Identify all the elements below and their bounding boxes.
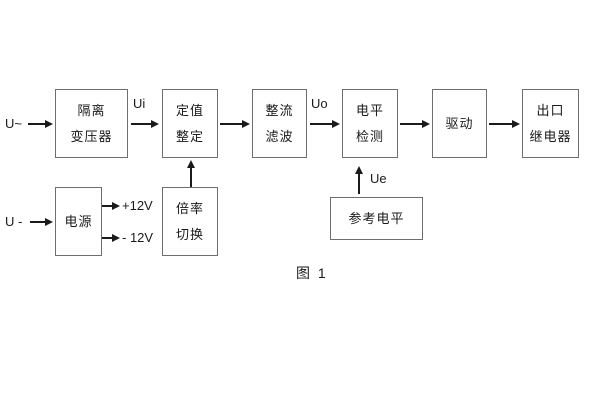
box-reference-level: 参考电平 [330,197,423,240]
arrow-transformer-to-setting [131,120,159,127]
arrow-level-to-driver [400,120,430,127]
box-label: 倍率 [175,201,204,216]
box-output-relay: 出口 继电器 [522,89,579,158]
arrow-power-plus-12v [102,202,120,209]
box-label: 电平 [355,103,384,118]
label-input-ac: U~ [5,116,22,131]
box-label: 继电器 [529,129,572,144]
figure-caption: 图 1 [296,265,328,281]
box-label: 变压器 [70,129,113,144]
box-label: 切换 [175,227,204,242]
box-isolation-transformer: 隔离 变压器 [55,89,128,158]
box-label: 出口 [536,103,565,118]
label-ui: Ui [133,96,146,111]
box-setting-adjust: 定值 整定 [162,89,218,158]
box-ratio-switch: 倍率 切换 [162,187,218,256]
label-uo: Uo [311,96,328,111]
arrow-setting-to-rectifier [220,120,250,127]
arrow-power-minus-12v [102,234,120,241]
label-ue: Ue [370,171,387,186]
box-level-detect: 电平 检测 [342,89,398,158]
box-label: 驱动 [445,116,474,131]
arrow-input-dc [30,218,53,225]
arrow-rectifier-to-level [310,120,340,127]
arrow-reference-to-level [355,166,362,194]
arrow-ratio-to-setting [187,160,194,187]
box-label: 检测 [355,129,384,144]
box-label: 滤波 [265,129,294,144]
label-minus-12v: - 12V [122,230,154,245]
box-label: 电源 [64,214,93,229]
box-power-supply: 电源 [55,187,102,256]
box-rectifier-filter: 整流 滤波 [252,89,307,158]
arrow-input-ac [28,120,53,127]
box-label: 整流 [265,103,294,118]
box-label: 整定 [175,129,204,144]
box-label: 定值 [175,103,204,118]
box-driver: 驱动 [432,89,487,158]
box-label: 参考电平 [348,211,405,226]
label-plus-12v: +12V [122,198,153,213]
box-label: 隔离 [77,103,106,118]
label-input-dc: U - [5,214,23,229]
arrow-driver-to-relay [489,120,520,127]
